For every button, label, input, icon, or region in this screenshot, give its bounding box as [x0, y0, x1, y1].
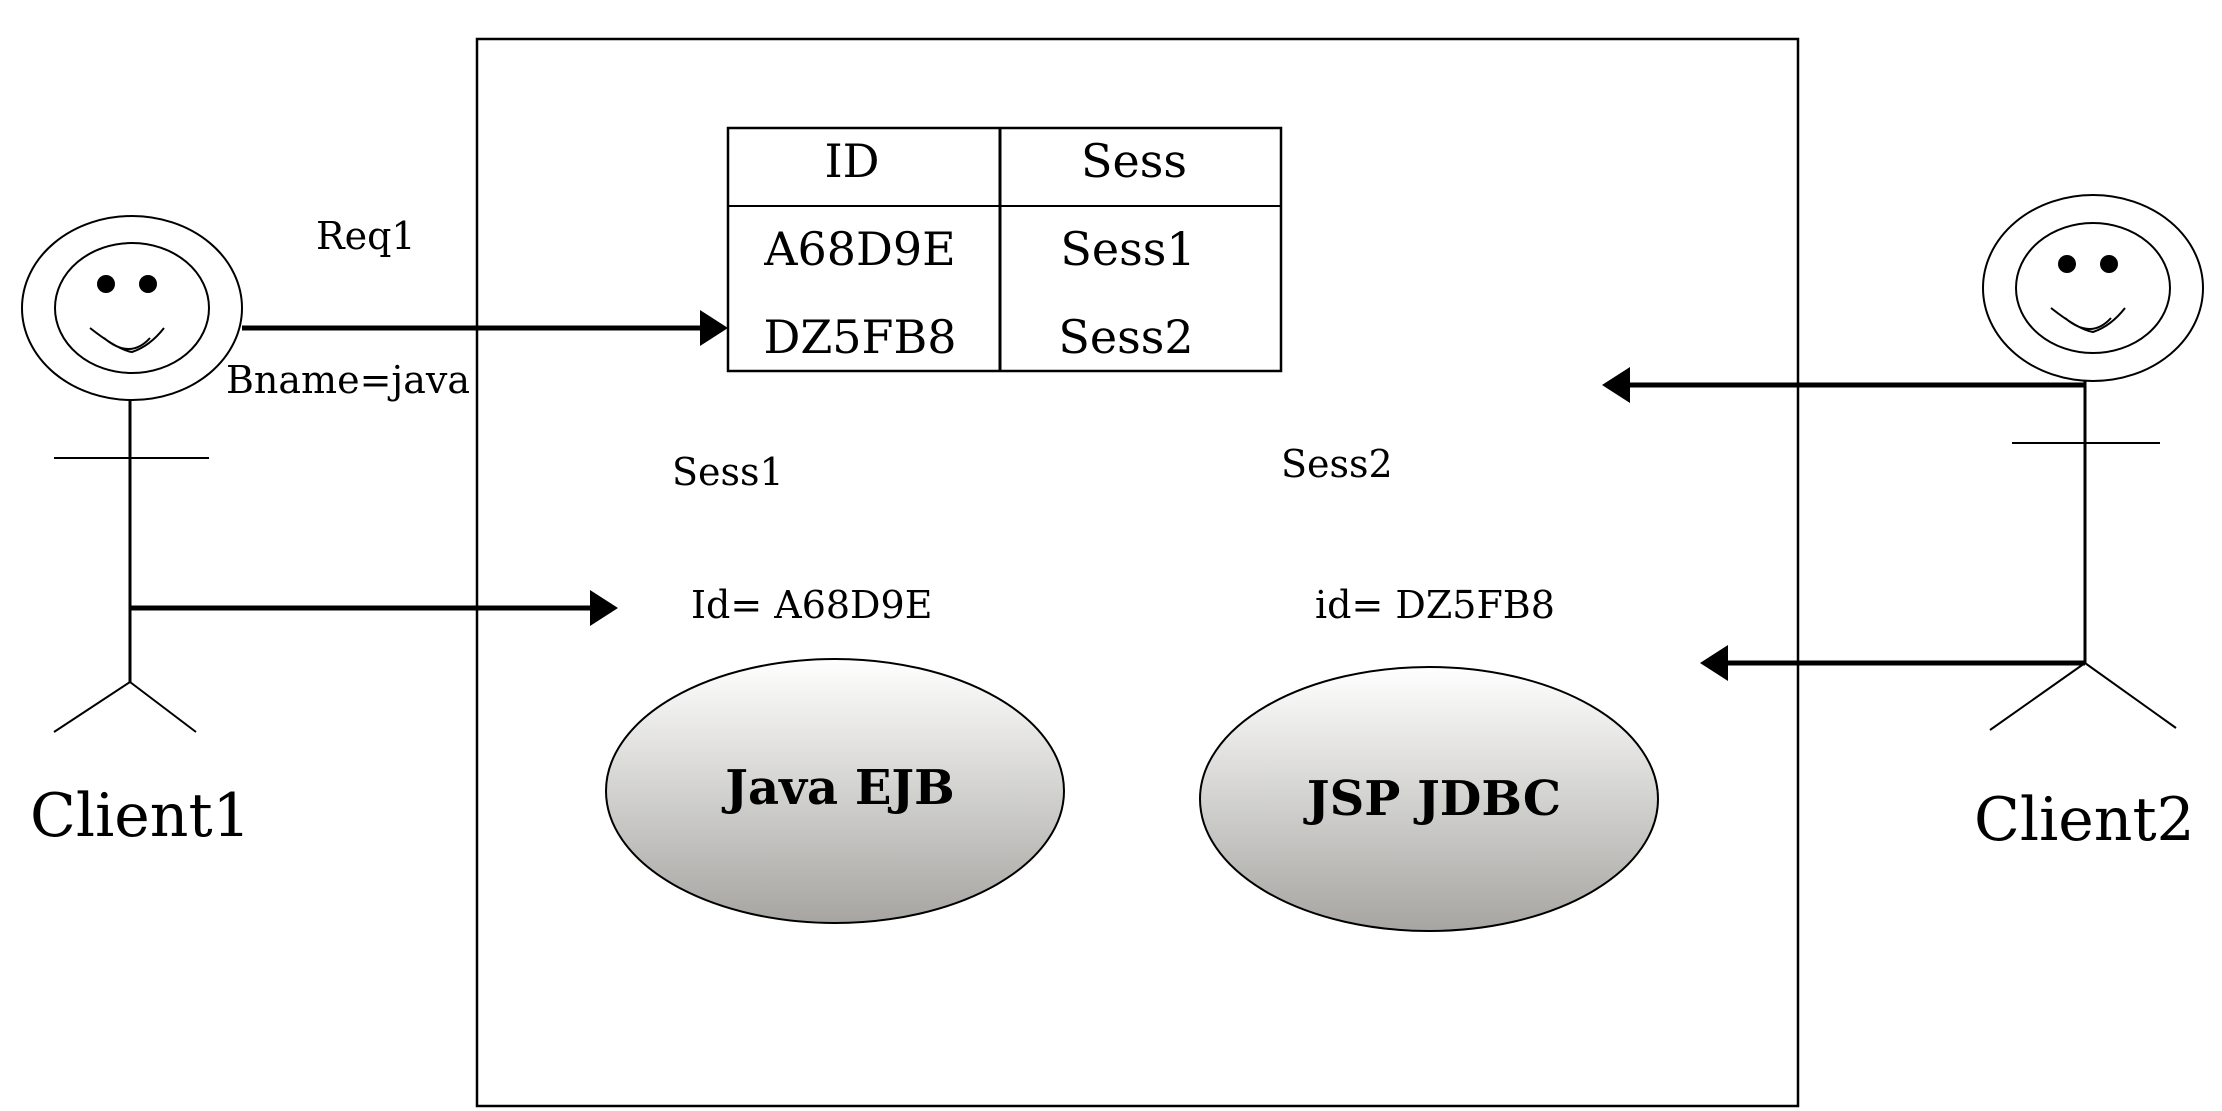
client1-head-outer: [21, 215, 243, 401]
client2-figure: [1982, 194, 2204, 731]
table-cell-sess: Sess1: [1060, 222, 1195, 276]
session2-name: Sess2: [1281, 442, 1393, 486]
client1-head-inner: [54, 242, 210, 374]
table-header-sess: Sess: [1081, 134, 1187, 188]
client2-head-outer: [1982, 194, 2204, 382]
client2-head-inner: [2015, 222, 2171, 354]
client2-smile-icon: [2050, 307, 2126, 334]
request-arrow: [242, 310, 728, 346]
session2-oval: [1199, 666, 1659, 932]
client1-session-arrow: [130, 590, 618, 626]
client2-eye-left: [2058, 255, 2076, 273]
server-box: [475, 37, 1800, 1108]
client2-table-arrow: [1602, 367, 2085, 403]
session2-id-label: id= DZ5FB8: [1315, 583, 1555, 627]
client1-label: Client1: [30, 781, 251, 851]
table-header-id: ID: [824, 134, 879, 188]
session1-content: Java EJB: [721, 760, 954, 816]
client2-label: Client2: [1974, 785, 2195, 855]
request-param: Bname=java: [226, 358, 470, 402]
table-cell-id: A68D9E: [763, 222, 955, 276]
client1-figure: [21, 215, 243, 733]
client1-smile-icon: [89, 327, 165, 354]
client1-eye-left: [97, 275, 115, 293]
table-cell-sess: Sess2: [1058, 310, 1193, 364]
session1-id-label: Id= A68D9E: [691, 583, 932, 627]
request-label: Req1: [316, 214, 416, 258]
session2-content: JSP JDBC: [1303, 771, 1561, 827]
session1-name: Sess1: [672, 450, 784, 494]
client1-eye-right: [139, 275, 157, 293]
table-cell-id: DZ5FB8: [763, 310, 956, 364]
client2-eye-right: [2100, 255, 2118, 273]
session-table: ID Sess A68D9E Sess1 DZ5FB8 Sess2: [726, 126, 1283, 373]
client2-session-arrow: [1700, 645, 2085, 681]
session1-oval: [605, 658, 1065, 924]
